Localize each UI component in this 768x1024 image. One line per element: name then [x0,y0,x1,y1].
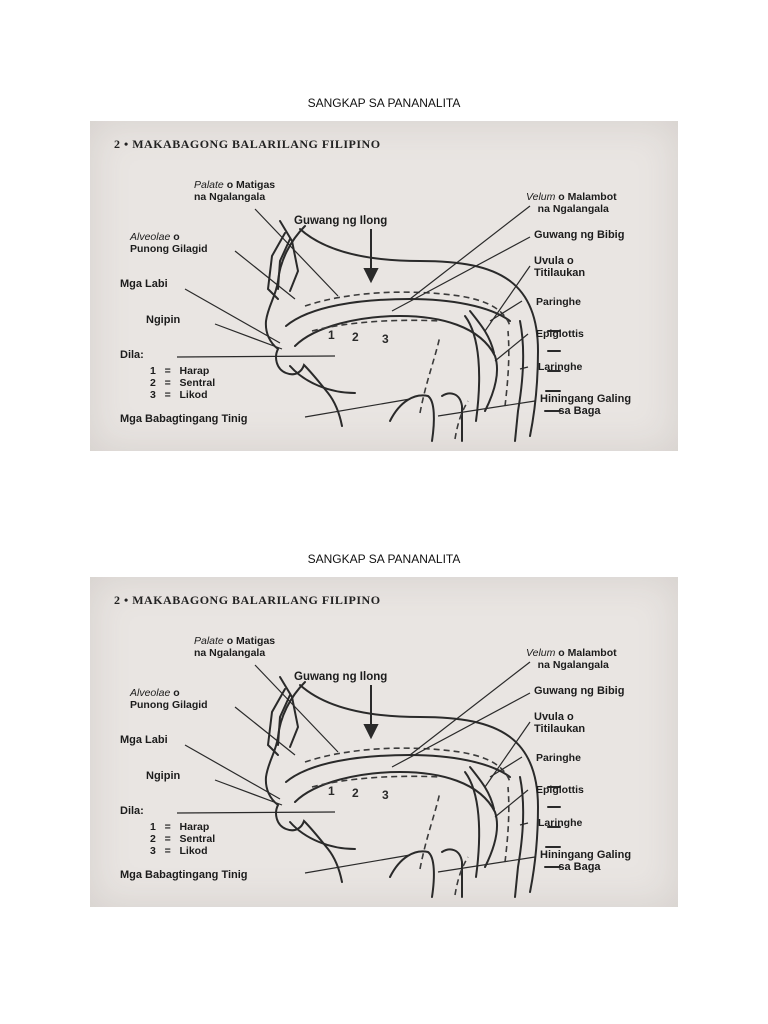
label-dila: Dila: [120,349,144,361]
label-palate: Palate o Matigas na Ngalangala [194,635,276,659]
label-paringhe: Paringhe [536,296,581,308]
label-guwang-ng-ilong: Guwang ng Ilong [294,215,388,227]
book-header: 2 • MAKABAGONG BALARILANG FILIPINO [114,137,381,151]
label-alveolae: Alveolae o Punong Gilagid [130,231,208,255]
speech-organs-diagram-2: 1 2 3 2 • MAKABAGONG BALARILANG FILIPINO… [90,577,678,907]
label-ngipin: Ngipin [146,770,181,782]
label-dila-1: 1 = Harap [150,365,210,377]
label-dila-3: 3 = Likod [150,845,208,857]
tongue-number-2: 2 [352,786,359,800]
book-header: 2 • MAKABAGONG BALARILANG FILIPINO [114,593,381,607]
label-palate: Palate o Matigas na Ngalangala [194,179,276,203]
label-velum: Velum o Malambot na Ngalangala [526,191,617,215]
page-caption-2: SANGKAP SA PANANALITA [307,552,461,566]
label-dila-2: 2 = Sentral [150,377,216,389]
label-mga-labi: Mga Labi [120,734,168,746]
label-babagtingang-tinig: Mga Babagtingang Tinig [120,413,248,425]
tongue-number-1: 1 [328,328,335,342]
label-epiglottis: Epiglottis [536,328,584,340]
page-caption-1: SANGKAP SA PANANALITA [307,96,461,110]
label-ngipin: Ngipin [146,314,181,326]
label-laringhe: Laringhe [538,361,583,373]
label-dila-1: 1 = Harap [150,821,210,833]
label-paringhe: Paringhe [536,752,581,764]
tongue-number-3: 3 [382,788,389,802]
label-dila-3: 3 = Likod [150,389,208,401]
label-dila: Dila: [120,805,144,817]
label-hiningang-galing: Hiningang Galing sa Baga [540,393,632,417]
label-alveolae: Alveolae o Punong Gilagid [130,687,208,711]
label-babagtingang-tinig: Mga Babagtingang Tinig [120,869,248,881]
label-guwang-ng-ilong: Guwang ng Ilong [294,671,388,683]
label-hiningang-galing: Hiningang Galing sa Baga [540,849,632,873]
label-epiglottis: Epiglottis [536,784,584,796]
label-guwang-ng-bibig: Guwang ng Bibig [534,685,625,697]
label-dila-2: 2 = Sentral [150,833,216,845]
tongue-number-3: 3 [382,332,389,346]
tongue-number-2: 2 [352,330,359,344]
label-velum: Velum o Malambot na Ngalangala [526,647,617,671]
vocal-tract-drawing: 1 2 3 [176,661,561,898]
speech-organs-diagram-1: 1 2 3 2 • MAKABAGONG BALARILANG FILIPINO… [90,121,678,451]
tongue-number-1: 1 [328,784,335,798]
label-laringhe: Laringhe [538,817,583,829]
vocal-tract-drawing: 1 2 3 [176,205,561,442]
label-mga-labi: Mga Labi [120,278,168,290]
label-guwang-ng-bibig: Guwang ng Bibig [534,229,625,241]
